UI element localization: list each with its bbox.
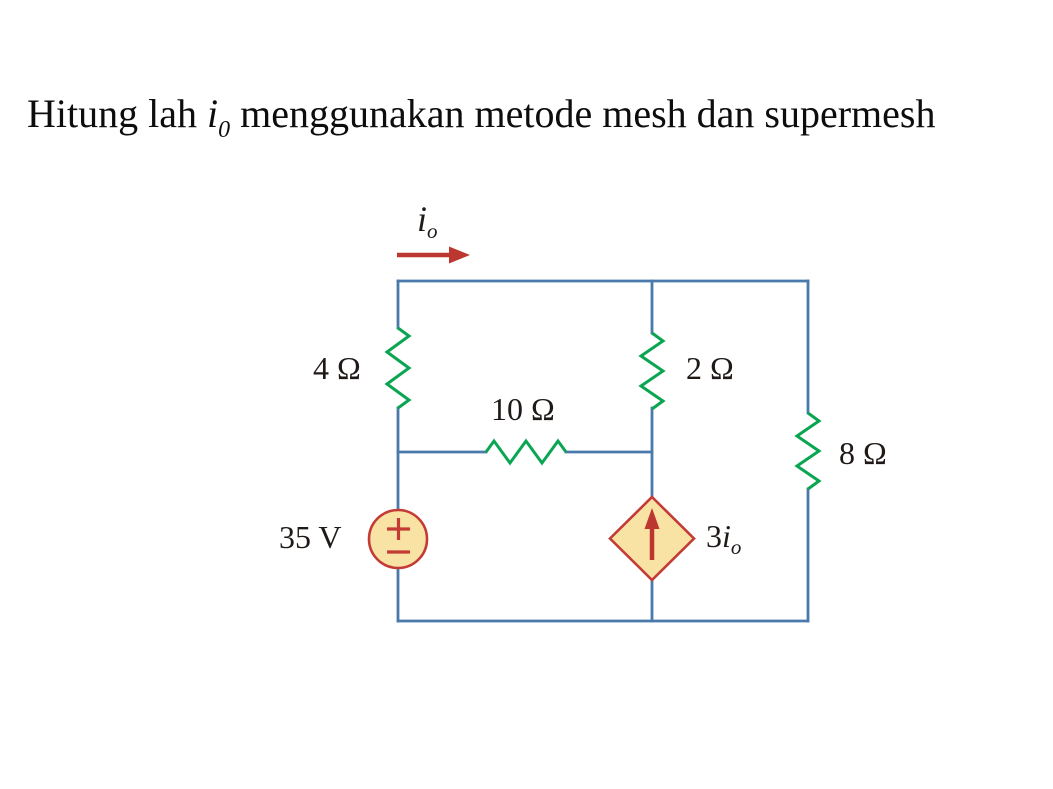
resistor-10ohm-icon xyxy=(484,438,568,466)
title-text-after: menggunakan metode mesh dan supermesh xyxy=(230,91,936,136)
title-current-subscript: 0 xyxy=(218,117,231,143)
resistor-8ohm-label: 8 Ω xyxy=(839,435,887,471)
output-current-symbol: i xyxy=(417,199,428,239)
dependent-source-coefficient: 3 xyxy=(706,518,722,554)
title-current-symbol: i xyxy=(206,91,219,136)
output-current-label: io xyxy=(417,199,438,242)
plus-sign-icon xyxy=(387,518,410,540)
output-current-subscript: o xyxy=(427,219,438,243)
title-text-before: Hitung lah xyxy=(27,91,207,136)
page-title: Hitung lah i0 menggunakan metode mesh da… xyxy=(27,91,936,142)
dependent-source-subscript: o xyxy=(730,535,742,559)
resistor-2ohm-icon xyxy=(638,331,666,411)
resistor-10ohm-label: 10 Ω xyxy=(491,391,555,427)
resistor-2ohm-label: 2 Ω xyxy=(686,350,734,386)
resistor-8ohm-icon xyxy=(794,411,822,491)
source-arrow-head xyxy=(644,508,660,529)
arrow-head xyxy=(449,246,470,264)
dependent-current-source-icon xyxy=(608,495,696,582)
resistor-4ohm-label: 4 Ω xyxy=(313,350,361,386)
wires xyxy=(396,279,810,623)
voltage-source-label: 35 V xyxy=(279,519,342,555)
voltage-source-icon xyxy=(367,508,429,570)
dependent-source-symbol: i xyxy=(722,518,731,554)
dependent-source-label: 3io xyxy=(706,518,741,558)
resistor-4ohm-icon xyxy=(384,326,412,410)
output-current-arrow-icon xyxy=(397,246,470,264)
resistor-symbols xyxy=(384,326,822,491)
